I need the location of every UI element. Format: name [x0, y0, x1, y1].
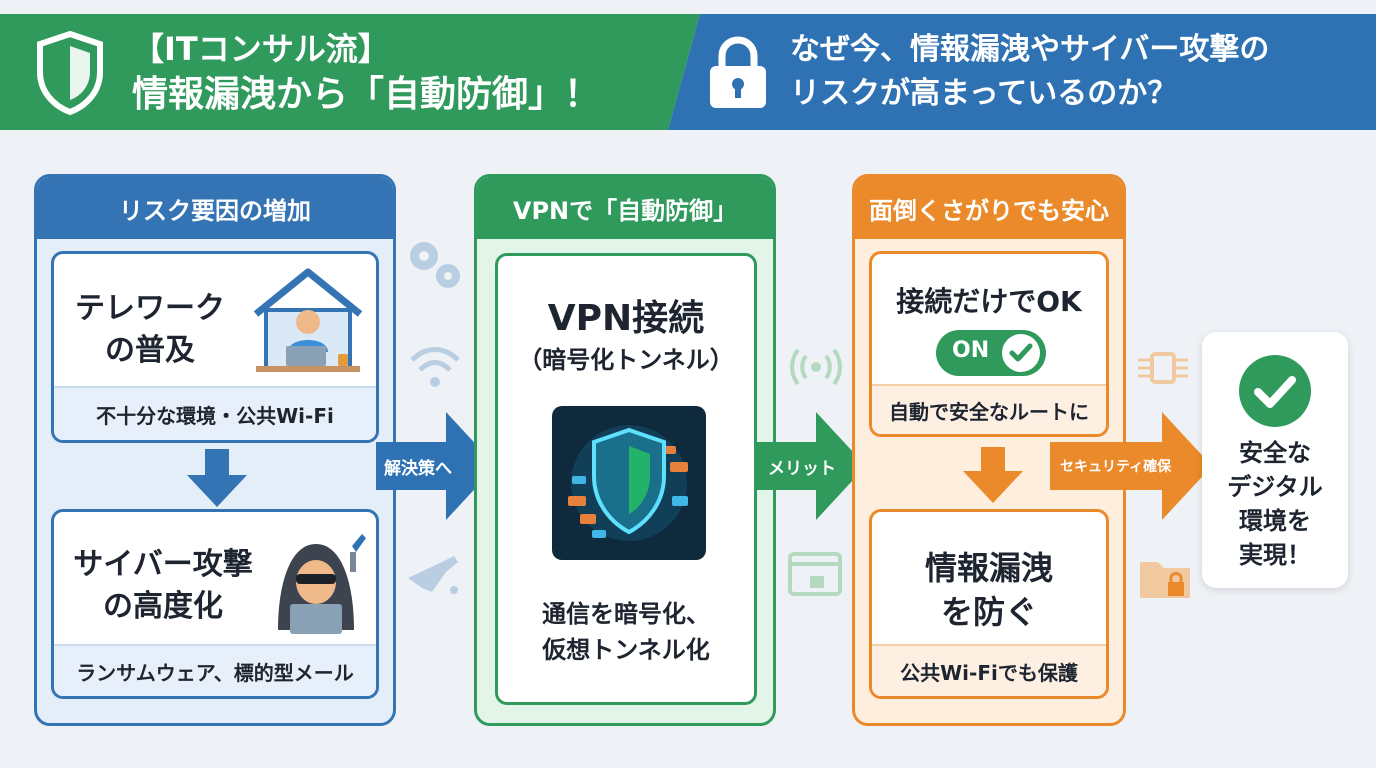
telework-card: テレワーク の普及 不十分な環境・公共Wi-Fi [51, 251, 379, 443]
header-left-title-line1: 【ITコンサル流】 [132, 30, 390, 68]
check-icon [1002, 334, 1040, 372]
connect-only-heading: 接続だけでOK [896, 285, 1082, 318]
arrow-to-vpn-label: 解決策へ [384, 459, 452, 479]
vpn-description-line1: 通信を暗号化、 [542, 600, 710, 628]
antenna-icon [790, 348, 842, 386]
header-left-title-line2: 情報漏洩から「自動防御」！ [132, 74, 601, 115]
peace-panel-title: 面倒くさがりでも安心 [855, 177, 1123, 239]
telework-heading: テレワーク の普及 [70, 288, 230, 372]
header-right-title-line1: なぜ今、情報漏洩やサイバー攻撃の [790, 32, 1270, 67]
telework-heading-line2: の普及 [105, 333, 195, 368]
vpn-description: 通信を暗号化、 仮想トンネル化 [498, 596, 754, 668]
down-arrow-blue [187, 449, 247, 507]
result-line3: 環境を [1239, 507, 1311, 535]
prevent-leak-card: 情報漏洩 を防ぐ 公共Wi-Fiでも保護 [869, 509, 1109, 699]
on-toggle: ON [936, 330, 1046, 376]
circuit-chip-icon [1138, 352, 1188, 384]
result-line1: 安全な [1239, 439, 1311, 467]
folder-lock-icon [1140, 562, 1190, 598]
cyber-attack-card: サイバー攻撃 の高度化 ランサムウェア、標的型メール [51, 509, 379, 699]
result-line4: 実現！ [1239, 541, 1311, 569]
result-text: 安全な デジタル 環境を 実現！ [1202, 436, 1348, 572]
telework-heading-line1: テレワーク [75, 291, 225, 326]
connect-only-card: 接続だけでOK ON 自動で安全なルートに [869, 251, 1109, 437]
down-arrow-orange [963, 447, 1023, 503]
check-circle-icon [1239, 355, 1311, 427]
telework-caption: 不十分な環境・公共Wi-Fi [54, 386, 376, 440]
remote-work-house-icon [253, 268, 363, 372]
header-blue-band [668, 14, 1376, 130]
prevent-leak-heading: 情報漏洩 を防ぐ [872, 546, 1106, 634]
connect-only-caption: 自動で安全なルートに [872, 384, 1106, 434]
cyber-attack-heading: サイバー攻撃 の高度化 [68, 544, 258, 628]
cyber-attack-heading-line2: の高度化 [103, 589, 223, 624]
vpn-panel-title: VPNで「自動防御」 [477, 177, 773, 239]
arrow-to-result-label: セキュリティ確保 [1060, 459, 1172, 475]
shield-icon [37, 30, 103, 116]
arrow-to-benefits-label: メリット [768, 459, 836, 479]
vpn-heading: VPN接続 [547, 298, 705, 339]
cyber-attack-caption: ランサムウェア、標的型メール [54, 644, 376, 696]
vpn-shield-tunnel-icon [552, 406, 706, 560]
lock-icon [710, 36, 766, 108]
prevent-leak-heading-line2: を防ぐ [940, 593, 1037, 631]
vpn-subheading: （暗号化トンネル） [518, 346, 734, 374]
wifi-icon [410, 347, 460, 387]
hacker-tool-icon [408, 556, 458, 594]
risk-panel-title: リスク要因の増加 [37, 177, 393, 239]
header-left-title: 【ITコンサル流】 情報漏洩から「自動防御」！ [132, 26, 600, 118]
risk-factors-panel: リスク要因の増加 テレワーク の普及 不十分な環境・公共Wi-Fi サイバー攻撃… [34, 174, 396, 726]
header-right-title-line2: リスクが高まっているのか？ [790, 76, 1178, 111]
header-green-band [0, 14, 700, 130]
vpn-description-line2: 仮想トンネル化 [542, 636, 710, 664]
gears-icon [410, 242, 460, 288]
prevent-leak-heading-line1: 情報漏洩 [924, 549, 1053, 587]
arrow-to-vpn [376, 412, 496, 520]
result-card: 安全な デジタル 環境を 実現！ [1202, 332, 1348, 588]
vpn-panel: VPNで「自動防御」 VPN接続 （暗号化トンネル） 通信を暗号化、 仮想トンネ… [474, 174, 776, 726]
result-line2: デジタル [1227, 473, 1323, 501]
vpn-card: VPN接続 （暗号化トンネル） 通信を暗号化、 仮想トンネル化 [495, 253, 757, 705]
browser-lock-icon [788, 552, 842, 596]
header-right-title: なぜ今、情報漏洩やサイバー攻撃の リスクが高まっているのか？ [790, 28, 1269, 116]
on-toggle-label: ON [952, 338, 990, 363]
hacker-icon [278, 534, 366, 634]
prevent-leak-caption: 公共Wi-Fiでも保護 [872, 644, 1106, 696]
arrow-to-benefits [754, 412, 866, 520]
arrow-to-result [1050, 412, 1212, 520]
cyber-attack-heading-line1: サイバー攻撃 [73, 547, 253, 582]
